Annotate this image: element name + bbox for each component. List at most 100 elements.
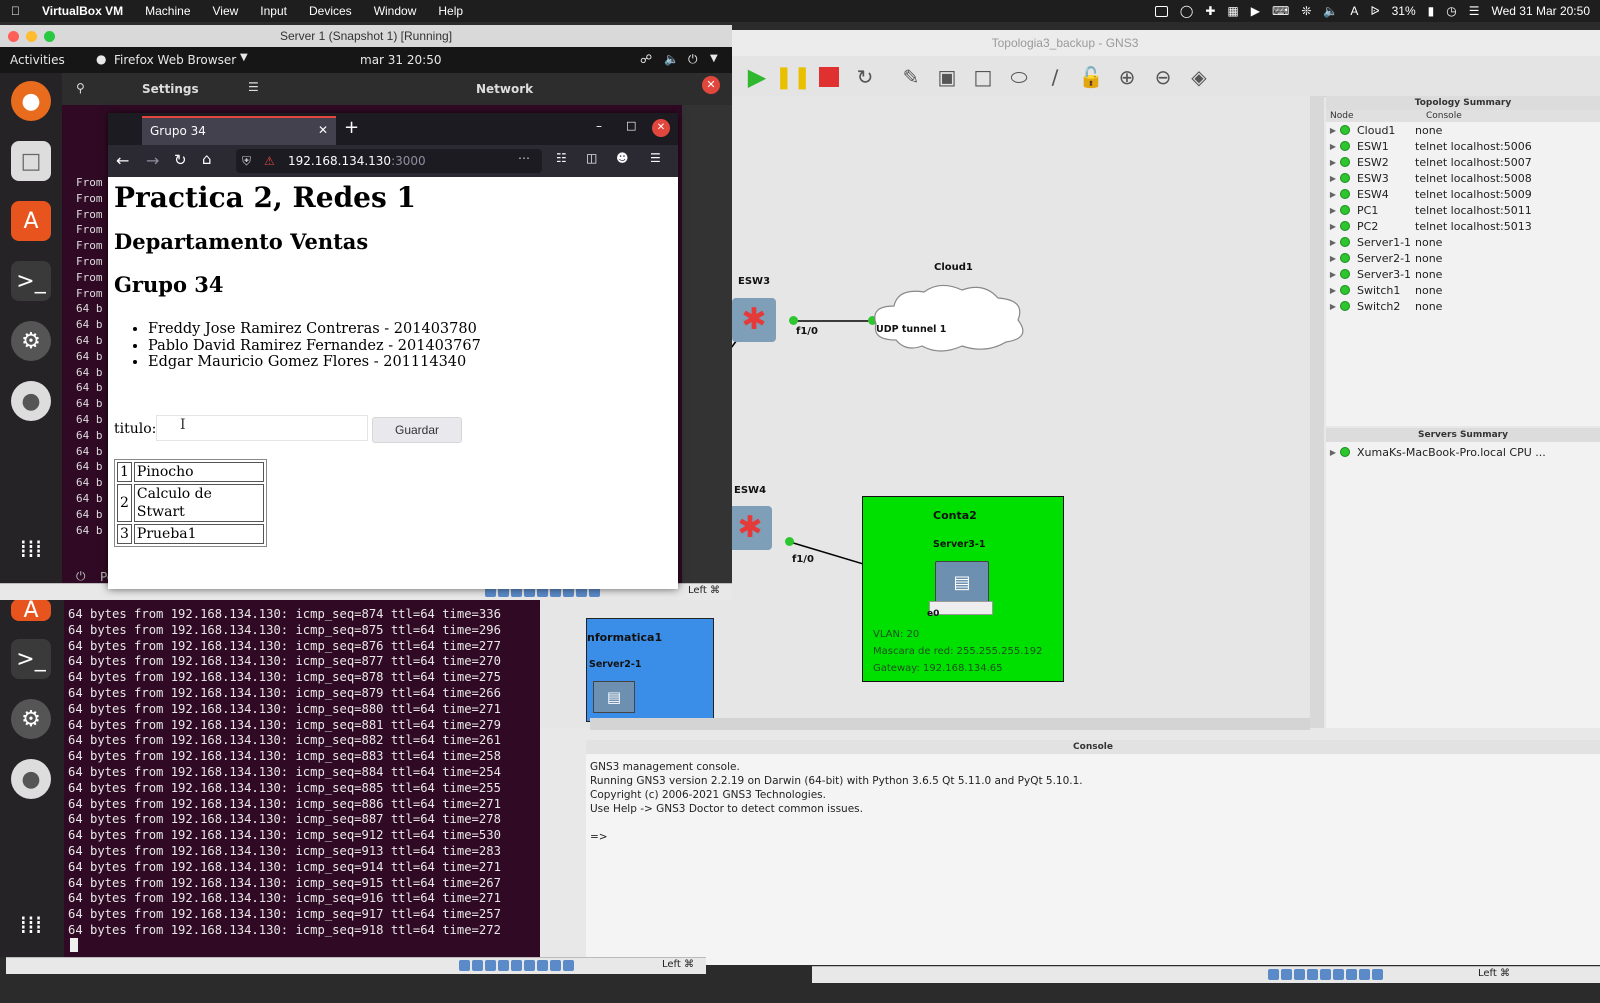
apple-icon[interactable]: : [0, 4, 31, 18]
titulo-input[interactable]: [156, 415, 368, 441]
record-icon[interactable]: [1346, 969, 1357, 980]
menu-view[interactable]: View: [203, 4, 239, 18]
app-menu-arrow-icon[interactable]: ▼: [240, 52, 248, 63]
cpu-icon[interactable]: [550, 960, 561, 971]
insert-image-icon[interactable]: ▣: [937, 65, 957, 89]
record-icon[interactable]: [537, 960, 548, 971]
window-close-icon[interactable]: ✕: [652, 119, 670, 137]
minimize-window-icon[interactable]: [26, 31, 37, 42]
grid-icon[interactable]: ▦: [1227, 4, 1239, 18]
menu-app-name[interactable]: VirtualBox VM: [33, 4, 123, 18]
hdd-icon[interactable]: [485, 586, 496, 597]
reload-icon[interactable]: ↻: [856, 65, 874, 89]
display-icon[interactable]: [1333, 969, 1344, 980]
menu-input[interactable]: Input: [251, 4, 287, 18]
minimize-icon[interactable]: –: [596, 119, 602, 133]
canvas-horizontal-scrollbar[interactable]: [590, 718, 1310, 730]
informatica1-area[interactable]: nformatica1 Server2-1 ▤: [586, 618, 714, 722]
plugin-icon[interactable]: ✚: [1205, 4, 1216, 18]
pause-all-icon[interactable]: ❚❚: [774, 64, 812, 90]
hamburger-icon[interactable]: ☰: [248, 80, 259, 94]
account-icon[interactable]: ☻: [616, 151, 629, 165]
terminal-icon[interactable]: >_: [11, 261, 51, 301]
software-icon[interactable]: A: [11, 201, 51, 241]
usb-icon[interactable]: [511, 586, 522, 597]
expand-arrow-icon[interactable]: ▶: [1329, 269, 1337, 279]
network-icon[interactable]: [524, 586, 535, 597]
lock-icon[interactable]: 🔓: [1078, 65, 1104, 89]
battery-icon[interactable]: ▮: [1427, 4, 1435, 18]
canvas-vertical-scrollbar[interactable]: [1310, 96, 1324, 728]
home-icon[interactable]: ⌂: [202, 150, 212, 168]
expand-arrow-icon[interactable]: ▶: [1329, 189, 1337, 199]
disc-icon[interactable]: ●: [11, 381, 51, 421]
cloud-icon[interactable]: [866, 280, 1036, 356]
screenshot-icon[interactable]: ◈: [1191, 65, 1207, 89]
network-icon[interactable]: ❊: [1301, 4, 1312, 18]
esw4-node[interactable]: ✱: [728, 506, 772, 550]
show-apps-icon[interactable]: ⁞⁞⁞: [19, 911, 43, 939]
zoom-window-icon[interactable]: [44, 31, 55, 42]
shared-folder-icon[interactable]: [537, 586, 548, 597]
cd-icon[interactable]: [1281, 969, 1292, 980]
start-all-icon[interactable]: ▶: [747, 63, 767, 91]
settings-gear-icon[interactable]: ⚙: [11, 699, 51, 739]
display-icon[interactable]: [550, 586, 561, 597]
headset-icon[interactable]: ◯: [1179, 4, 1194, 18]
expand-arrow-icon[interactable]: ▶: [1329, 301, 1337, 311]
page-actions-icon[interactable]: ⋯: [518, 151, 530, 165]
forward-icon[interactable]: →: [146, 151, 160, 170]
activities-button[interactable]: Activities: [10, 53, 65, 67]
firefox-tab[interactable]: Grupo 34 ✕: [142, 116, 336, 145]
app-menu[interactable]: Firefox Web Browser: [114, 53, 237, 67]
show-apps-icon[interactable]: ⁞⁞⁞: [19, 535, 43, 563]
close-icon[interactable]: ✕: [702, 76, 720, 94]
console-prompt[interactable]: =>: [590, 831, 608, 843]
shared-folder-icon[interactable]: [1320, 969, 1331, 980]
input-source-icon[interactable]: A: [1350, 4, 1359, 18]
mouse-icon[interactable]: [563, 960, 574, 971]
rectangle-icon[interactable]: □: [973, 65, 993, 89]
expand-arrow-icon[interactable]: ▶: [1329, 173, 1337, 183]
menubar-clock[interactable]: Wed 31 Mar 20:50: [1491, 4, 1590, 18]
maximize-icon[interactable]: □: [626, 119, 637, 132]
record-icon[interactable]: [563, 586, 574, 597]
back-icon[interactable]: ←: [116, 151, 130, 170]
hdd-icon[interactable]: [459, 960, 470, 971]
stop-all-icon[interactable]: [816, 64, 842, 90]
usb-icon[interactable]: [1294, 969, 1305, 980]
expand-arrow-icon[interactable]: ▶: [1329, 253, 1337, 263]
reload-icon[interactable]: ↻: [174, 151, 187, 169]
sound-icon[interactable]: 🔈: [664, 52, 679, 66]
tab-close-icon[interactable]: ✕: [318, 123, 329, 137]
expand-arrow-icon[interactable]: ▶: [1329, 237, 1337, 247]
edit-note-icon[interactable]: ✎: [902, 65, 920, 89]
network-icon[interactable]: [1307, 969, 1318, 980]
power-menu-icon[interactable]: ⏻: [688, 52, 698, 66]
expand-arrow-icon[interactable]: ▶: [1329, 157, 1337, 167]
ellipse-icon[interactable]: ⬭: [1010, 65, 1028, 89]
volume-icon[interactable]: 🔈: [1323, 4, 1339, 18]
cpu-icon[interactable]: [1359, 969, 1370, 980]
network-status-icon[interactable]: ☍: [640, 52, 653, 66]
zoom-out-icon[interactable]: ⊖: [1154, 65, 1172, 89]
bluetooth-icon[interactable]: ᐉ: [1370, 4, 1380, 18]
menu-window[interactable]: Window: [364, 4, 417, 18]
sidebar-icon[interactable]: ◫: [586, 151, 598, 165]
mouse-icon[interactable]: [1372, 969, 1383, 980]
cpu-icon[interactable]: [576, 586, 587, 597]
play-circle-icon[interactable]: ▶: [1250, 4, 1260, 18]
power-icon[interactable]: ⏻: [76, 569, 86, 583]
files-icon[interactable]: □: [11, 141, 51, 181]
guardar-button[interactable]: Guardar: [372, 417, 462, 443]
search-icon[interactable]: ⚲: [76, 81, 85, 95]
server-row[interactable]: ▶ XumaKs-MacBook-Pro.local CPU ...: [1326, 444, 1600, 460]
